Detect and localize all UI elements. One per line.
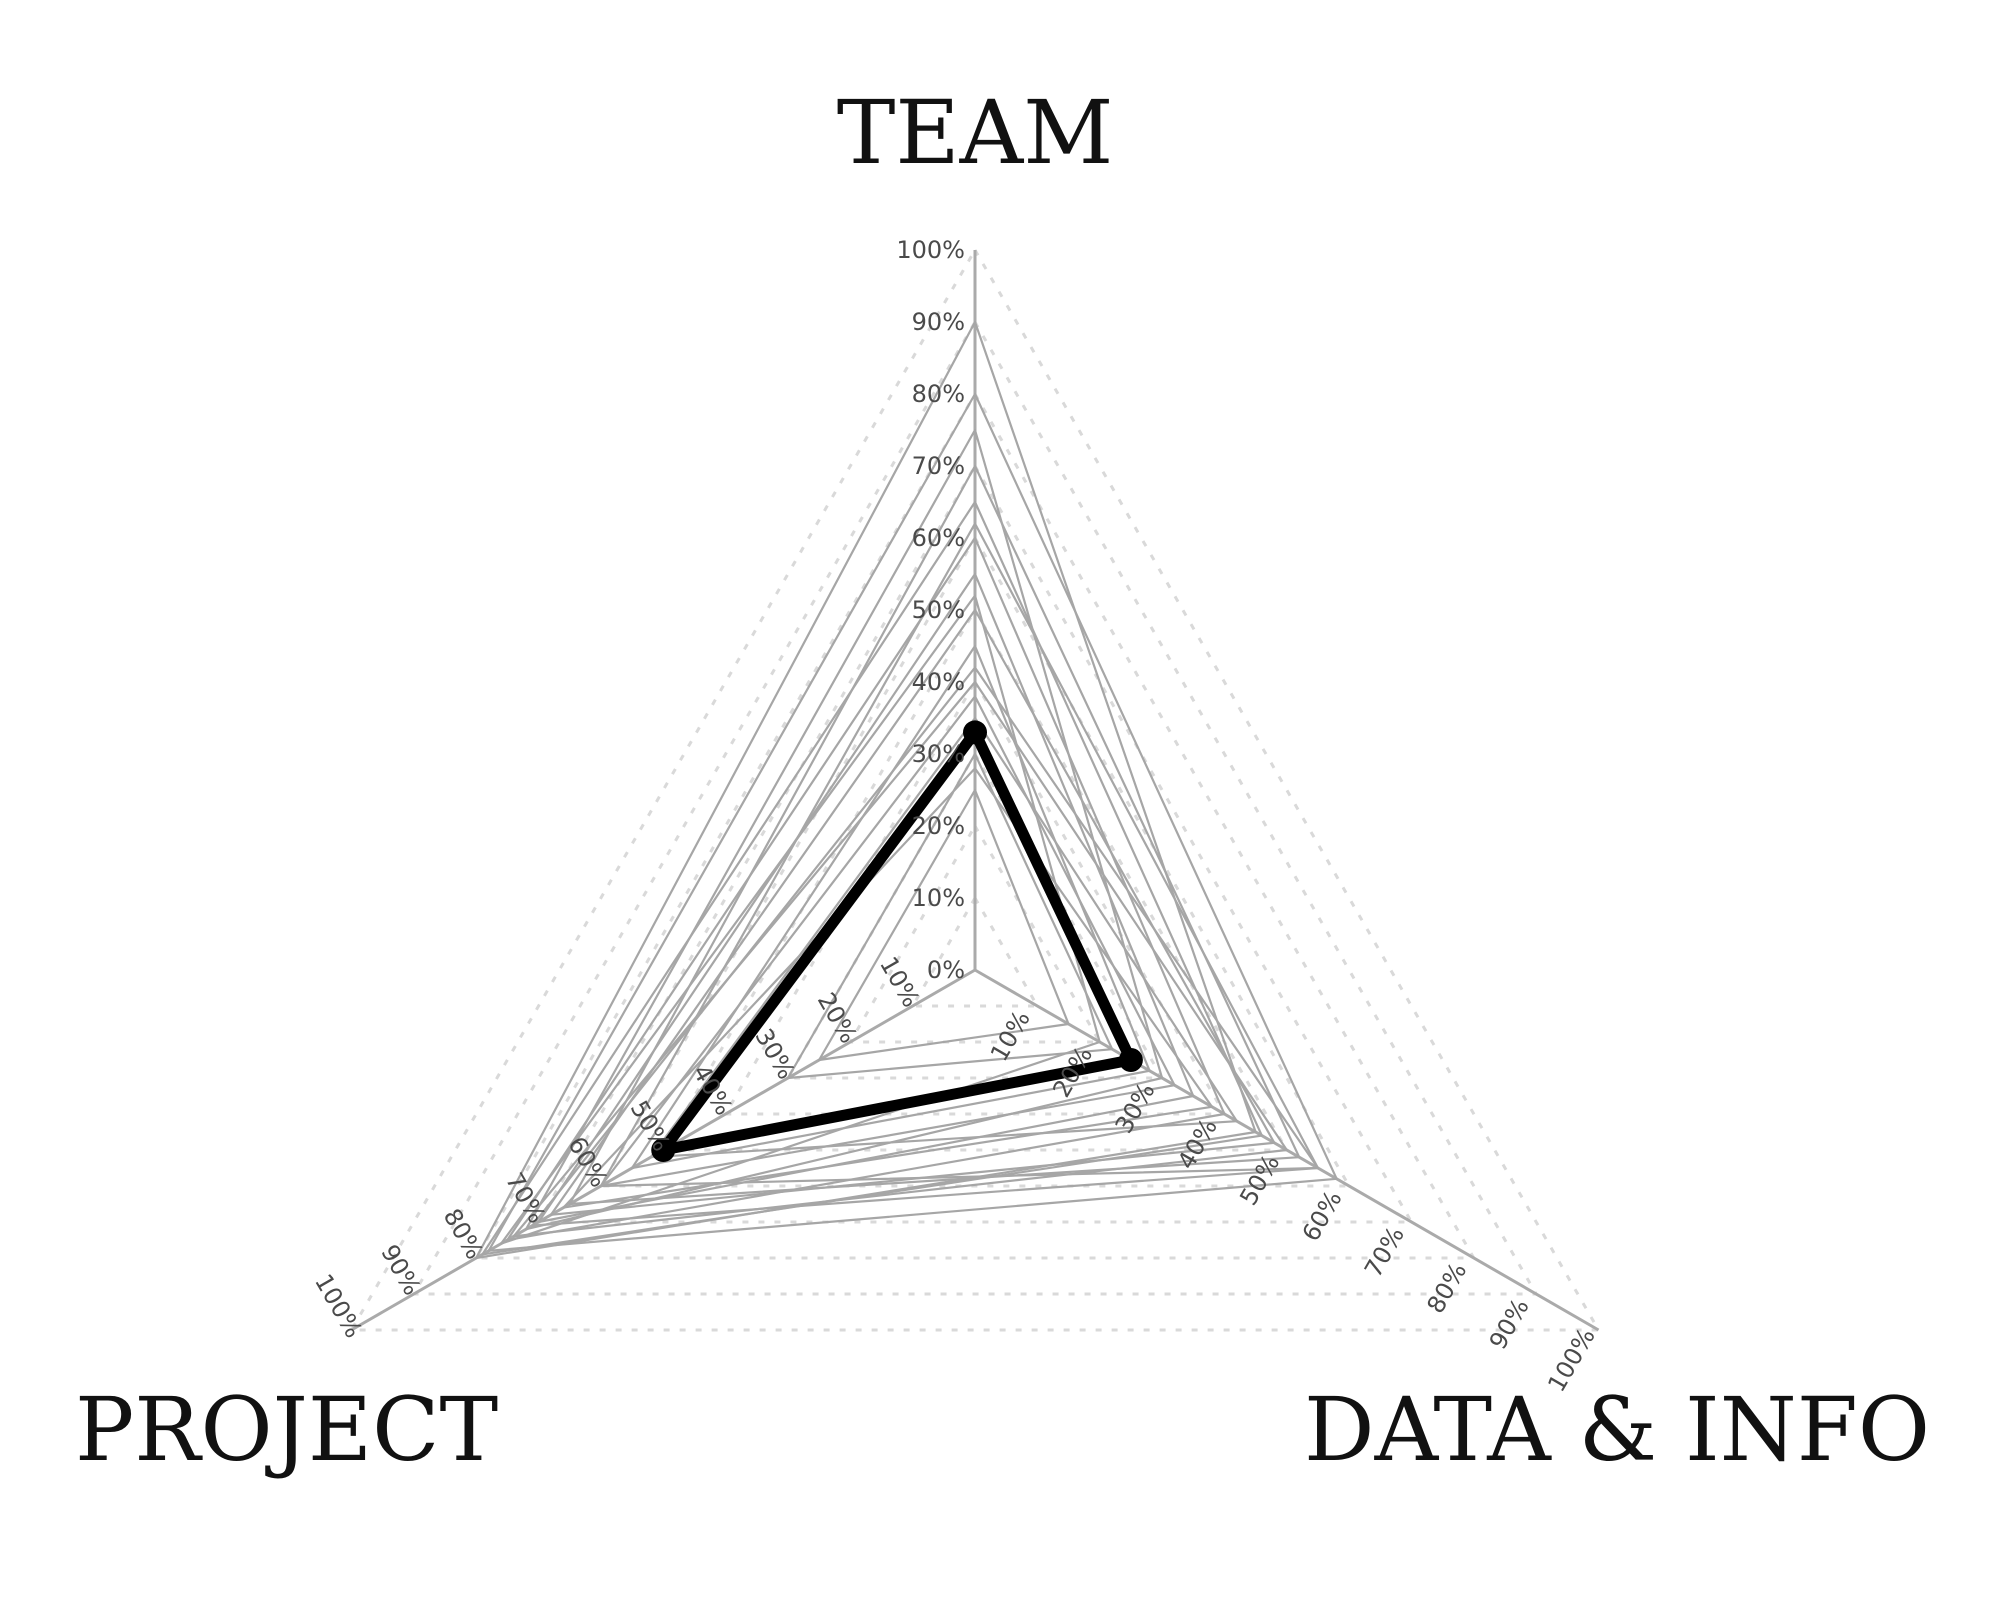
tick-label-data-info: 60% <box>1297 1186 1348 1246</box>
tick-label-team: 50% <box>912 596 965 624</box>
highlight-point <box>963 720 987 745</box>
background-series-line <box>818 788 1070 1062</box>
background-series-line <box>481 500 1263 1256</box>
background-series-line <box>537 572 1195 1224</box>
background-series-line <box>786 752 1114 1080</box>
highlight-series <box>651 720 1143 1162</box>
grid-ring <box>473 391 1477 1260</box>
background-series-line <box>531 666 1320 1227</box>
tick-label-team: 70% <box>912 452 965 480</box>
tick-label-team: 10% <box>912 884 965 912</box>
highlight-point <box>651 1138 676 1162</box>
background-series-line <box>500 594 1101 1245</box>
axis-title-data-info: DATA & INFO <box>1304 1378 1930 1481</box>
tick-label-data-info: 30% <box>1110 1078 1161 1138</box>
tick-label-project: 100% <box>309 1269 368 1342</box>
axis-titles: TEAM DATA & INFO PROJECT <box>75 81 1930 1481</box>
tick-label-data-info: 90% <box>1484 1294 1535 1354</box>
tick-label-data-info: 70% <box>1359 1222 1410 1282</box>
tick-label-data-info: 80% <box>1421 1258 1472 1318</box>
tick-label-team: 60% <box>912 524 965 552</box>
background-series-line <box>487 392 1338 1252</box>
grid-ring <box>535 463 1415 1224</box>
tick-label-team: 80% <box>912 380 965 408</box>
grid-ring <box>598 534 1352 1188</box>
grid-ring <box>785 751 1165 1080</box>
background-series-line <box>562 767 1214 1209</box>
background-series-line <box>630 644 1151 1170</box>
tick-label-team: 90% <box>912 308 965 336</box>
background-series-line <box>599 695 1176 1188</box>
background-series-line <box>506 536 1226 1242</box>
highlight-series-line <box>657 726 1137 1156</box>
background-series-line <box>549 608 1276 1216</box>
background-series-line <box>649 716 1238 1159</box>
tick-label-team: 100% <box>896 236 965 264</box>
background-series-line <box>568 464 1301 1206</box>
tick-label-team: 20% <box>912 812 965 840</box>
axis-title-team: TEAM <box>837 81 1114 184</box>
tick-label-team: 0% <box>927 956 965 984</box>
grid-lines <box>348 247 1602 1332</box>
background-series-line <box>599 522 1320 1188</box>
tick-label-team: 30% <box>912 740 965 768</box>
axis-title-project: PROJECT <box>75 1378 498 1481</box>
highlight-point <box>1118 1048 1143 1072</box>
background-series <box>475 320 1338 1260</box>
grid-ring <box>411 318 1539 1296</box>
tick-label-team: 40% <box>912 668 965 696</box>
